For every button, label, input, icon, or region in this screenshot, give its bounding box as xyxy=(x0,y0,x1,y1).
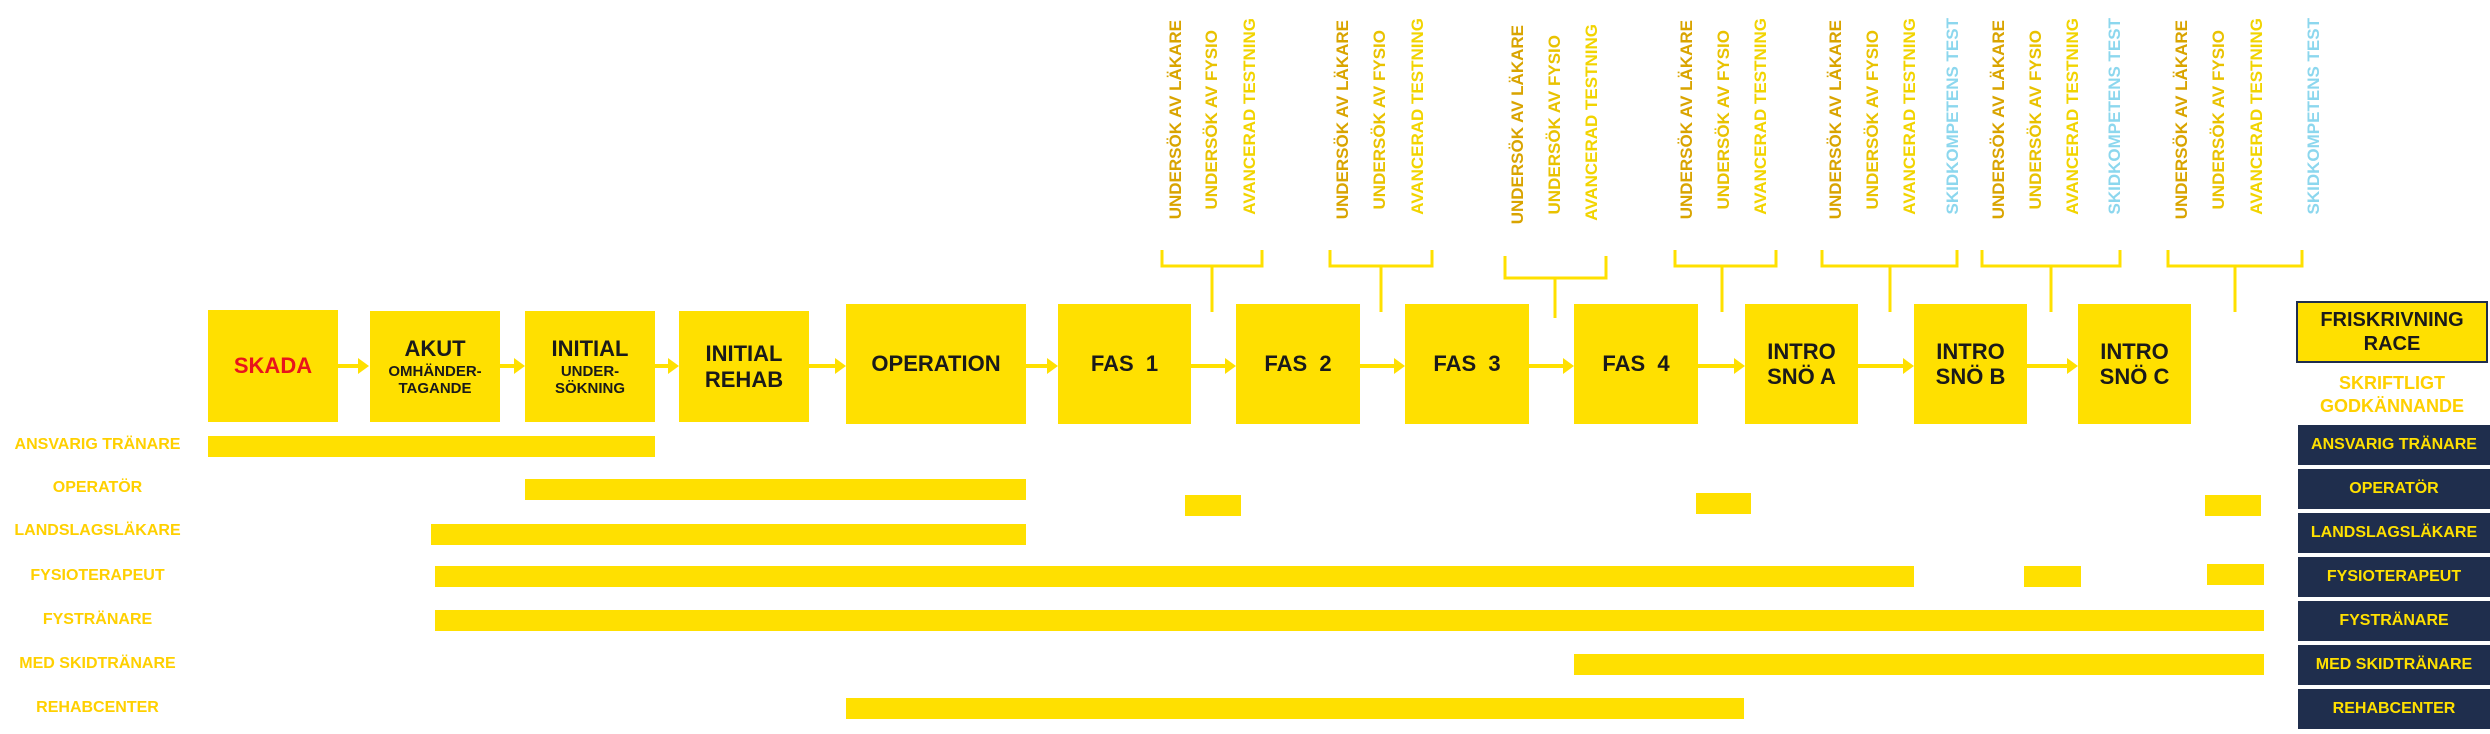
step-intro-b-label: INTRO SNÖ B xyxy=(1935,338,2006,389)
bar-ansvarig xyxy=(208,436,655,457)
role-box-fysioterapeut: FYSIOTERAPEUT xyxy=(2298,557,2490,597)
step-fas3: FAS 3 xyxy=(1405,304,1529,424)
test-skidkompetens: SKIDKOMPETENS TEST xyxy=(1943,18,1962,215)
step-fas1: FAS 1 xyxy=(1058,304,1191,424)
test-undersok-lakare: UNDERSÖK AV LÄKARE xyxy=(2172,20,2191,220)
test-avancerad: AVANCERAD TESTNING xyxy=(1408,18,1427,215)
test-undersok-fysio: UNDERSÖK AV FYSIO xyxy=(1863,30,1882,210)
step-operation: OPERATION xyxy=(846,304,1026,424)
step-akut-sub: OMHÄNDER- TAGANDE xyxy=(388,362,482,398)
step-fas3-label: FAS 3 xyxy=(1433,351,1501,377)
bar-fystranare xyxy=(435,610,2264,631)
role-box-skidtranare: MED SKIDTRÄNARE xyxy=(2298,645,2490,685)
role-box-ansvarig: ANSVARIG TRÄNARE xyxy=(2298,425,2490,465)
role-box-rehabcenter: REHABCENTER xyxy=(2298,689,2490,729)
step-fas4: FAS 4 xyxy=(1574,304,1698,424)
test-avancerad: AVANCERAD TESTNING xyxy=(1240,18,1259,215)
step-initial-rehab-label: INITIAL REHAB xyxy=(704,341,784,392)
bar-fysioterapeut xyxy=(2207,564,2264,585)
role-label-fysioterapeut: FYSIOTERAPEUT xyxy=(30,567,165,584)
role-label-skidtranare: MED SKIDTRÄNARE xyxy=(19,655,176,672)
test-avancerad: AVANCERAD TESTNING xyxy=(2247,18,2266,215)
step-skada-label: SKADA xyxy=(233,353,313,379)
role-label-rehabcenter: REHABCENTER xyxy=(36,699,159,716)
role-label-landslag: LANDSLAGSLÄKARE xyxy=(14,522,181,539)
final-friskrivning-box: FRISKRIVNING RACE xyxy=(2296,301,2488,363)
step-fas4-label: FAS 4 xyxy=(1602,351,1670,377)
final-subtitle: SKRIFTLIGT GODKÄNNANDE xyxy=(2320,373,2464,416)
step-fas2: FAS 2 xyxy=(1236,304,1360,424)
bar-landslag xyxy=(431,524,1026,545)
test-avancerad: AVANCERAD TESTNING xyxy=(2063,18,2082,215)
step-intro-c-label: INTRO SNÖ C xyxy=(2099,338,2170,389)
test-undersok-fysio: UNDERSÖK AV FYSIO xyxy=(1202,30,1221,210)
step-initial-rehab: INITIAL REHAB xyxy=(679,311,809,422)
test-avancerad: AVANCERAD TESTNING xyxy=(1900,18,1919,215)
step-fas1-label: FAS 1 xyxy=(1090,351,1159,377)
role-label-fystranare: FYSTRÄNARE xyxy=(42,611,153,628)
test-undersok-lakare: UNDERSÖK AV LÄKARE xyxy=(1826,20,1845,220)
step-intro-c: INTRO SNÖ C xyxy=(2078,304,2191,424)
test-undersok-fysio: UNDERSÖK AV FYSIO xyxy=(2026,30,2045,210)
role-box-landslag: LANDSLAGSLÄKARE xyxy=(2298,513,2490,553)
test-braces xyxy=(1160,250,2304,318)
test-skidkompetens: SKIDKOMPETENS TEST xyxy=(2105,18,2124,215)
bar-operator xyxy=(1696,493,1751,514)
bar-operator xyxy=(1185,495,1241,516)
test-undersok-fysio: UNDERSÖK AV FYSIO xyxy=(2209,30,2228,210)
bar-fysioterapeut xyxy=(2024,566,2081,587)
bar-operator xyxy=(2205,495,2261,516)
test-undersok-lakare: UNDERSÖK AV LÄKARE xyxy=(1677,20,1696,220)
step-initial-label: INITIAL xyxy=(551,335,629,361)
test-undersok-lakare: UNDERSÖK AV LÄKARE xyxy=(1508,25,1527,225)
bar-fysioterapeut xyxy=(435,566,1914,587)
role-label-ansvarig: ANSVARIG TRÄNARE xyxy=(14,436,181,453)
test-skidkompetens: SKIDKOMPETENS TEST xyxy=(2304,18,2323,215)
role-box-fystranare: FYSTRÄNARE xyxy=(2298,601,2490,641)
test-undersok-lakare: UNDERSÖK AV LÄKARE xyxy=(1333,20,1352,220)
step-akut-label: AKUT xyxy=(404,335,466,361)
role-box-operator: OPERATÖR xyxy=(2298,469,2490,509)
step-akut: AKUT OMHÄNDER- TAGANDE xyxy=(370,311,500,422)
test-avancerad: AVANCERAD TESTNING xyxy=(1582,24,1601,221)
step-fas2-label: FAS 2 xyxy=(1264,351,1332,377)
test-undersok-fysio: UNDERSÖK AV FYSIO xyxy=(1545,35,1564,215)
test-undersok-lakare: UNDERSÖK AV LÄKARE xyxy=(1989,20,2008,220)
test-undersok-lakare: UNDERSÖK AV LÄKARE xyxy=(1166,20,1185,220)
step-operation-label: OPERATION xyxy=(871,351,1001,377)
step-intro-a: INTRO SNÖ A xyxy=(1745,304,1858,424)
bar-operator xyxy=(525,479,1026,500)
step-initial-sub: UNDER- SÖKNING xyxy=(554,362,625,398)
step-intro-a-label: INTRO SNÖ A xyxy=(1767,338,1836,389)
bar-skidtranare xyxy=(1574,654,2264,675)
step-initial-undersokning: INITIAL UNDER- SÖKNING xyxy=(525,311,655,422)
test-avancerad: AVANCERAD TESTNING xyxy=(1751,18,1770,215)
role-label-operator: OPERATÖR xyxy=(52,479,143,496)
step-intro-b: INTRO SNÖ B xyxy=(1914,304,2027,424)
test-undersok-fysio: UNDERSÖK AV FYSIO xyxy=(1370,30,1389,210)
step-skada: SKADA xyxy=(208,310,338,422)
bar-rehabcenter xyxy=(846,698,1744,719)
test-undersok-fysio: UNDERSÖK AV FYSIO xyxy=(1714,30,1733,210)
